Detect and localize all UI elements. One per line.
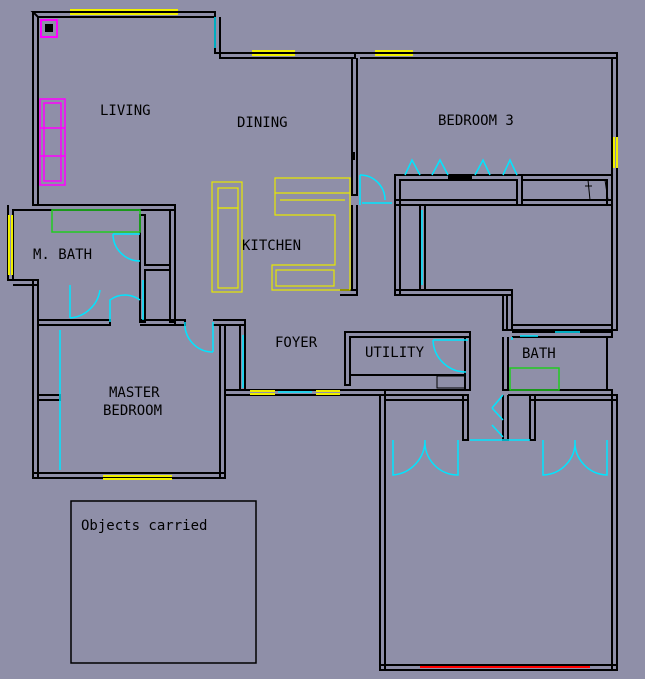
bath-vanity [509, 367, 560, 391]
door-mbath-1 [112, 233, 141, 262]
inventory-box [70, 500, 257, 664]
kitchen-island-inner [217, 207, 239, 289]
wall-closet-a [139, 214, 171, 323]
label-m-bath: M. BATH [33, 247, 92, 263]
wall-bath-east [606, 337, 612, 391]
wall-garage-mid2 [529, 395, 536, 441]
wall-garage-east [611, 395, 618, 671]
door-garage-hall [470, 394, 530, 441]
washer [585, 179, 609, 201]
kitchen-cabinets [211, 177, 351, 293]
label-bath: BATH [522, 346, 556, 362]
door-mbath-2 [69, 285, 101, 319]
label-foyer: FOYER [275, 335, 318, 351]
fireplace-inner [43, 102, 62, 182]
kitchen-range [275, 269, 335, 287]
door-garage-left [392, 439, 459, 476]
label-kitchen: KITCHEN [242, 238, 301, 254]
player-marker-inner [45, 24, 53, 32]
kitchen-counter-l [271, 177, 351, 291]
wall-b3-closet [394, 174, 523, 206]
wall-garage-mid1 [462, 395, 469, 441]
utility-appliance [436, 375, 466, 389]
wall-garage-south [380, 664, 618, 671]
utility-shelf [436, 375, 466, 389]
wall-stub [352, 152, 355, 160]
door-bath [511, 331, 580, 340]
kitchen-island [211, 181, 243, 293]
wall-bath-west [502, 337, 509, 391]
wall-mbr-north [175, 319, 186, 326]
fixtures [39, 19, 609, 391]
wall-mbr-east [219, 325, 226, 479]
inventory-title: Objects carried [81, 518, 207, 534]
mbath-vanity [51, 209, 141, 233]
door-garage-right [542, 439, 608, 476]
wall-kitchen-south [340, 289, 358, 296]
wall-living-west [32, 12, 39, 206]
inventory-panel: Objects carried [70, 500, 257, 664]
wall-b3-south [395, 199, 518, 206]
door-mbath-3 [109, 294, 141, 322]
doors [59, 17, 608, 476]
room-labels: LIVING DINING BEDROOM 3 M. BATH KITCHEN … [33, 103, 556, 419]
wall-foyer-south [225, 389, 386, 396]
wall-mbr-closet [38, 394, 61, 401]
wall-stub-b3 [448, 176, 472, 180]
door-b3 [359, 174, 386, 205]
wall-hall-lower [502, 295, 508, 331]
wall-mbath-west2 [32, 280, 39, 479]
wall-mbath-south2 [38, 319, 111, 326]
label-dining: DINING [237, 115, 288, 131]
wall-hall-south [395, 289, 513, 296]
wall-dining-bedroom3 [351, 58, 358, 196]
door-b3-closet-bifold [404, 158, 518, 176]
wall-mbath-south [8, 279, 39, 286]
wall-north-east [355, 52, 618, 59]
wall-utility-outer [344, 331, 471, 386]
kitchen-island-top [217, 187, 239, 209]
fireplace [39, 98, 66, 186]
wall-b3-south2 [522, 199, 613, 206]
windows [8, 9, 618, 480]
wall-utility-east [464, 337, 471, 391]
label-living: LIVING [100, 103, 151, 119]
wall-garage-mid3 [502, 395, 509, 441]
door-utility [432, 339, 468, 373]
door-mbr [184, 321, 214, 353]
wall-mbath-south3 [140, 319, 176, 326]
player-marker [40, 19, 58, 38]
wall-garage-north [385, 394, 469, 401]
wall-mbr-north2 [213, 319, 246, 326]
walls [7, 11, 618, 671]
kitchen-counter-l2 [275, 192, 350, 201]
label-master-2: BEDROOM [103, 403, 162, 419]
wall-hall-east [506, 295, 513, 331]
label-master-1: MASTER [109, 385, 160, 401]
wall-bath-south [508, 389, 613, 396]
wall-garage-west [379, 395, 386, 671]
wall-hall-west [394, 205, 401, 296]
wall-bed2-south [512, 324, 613, 331]
label-utility: UTILITY [365, 345, 425, 361]
wall-dining-bedroom3-lower [351, 205, 358, 291]
label-bedroom3: BEDROOM 3 [438, 113, 514, 129]
